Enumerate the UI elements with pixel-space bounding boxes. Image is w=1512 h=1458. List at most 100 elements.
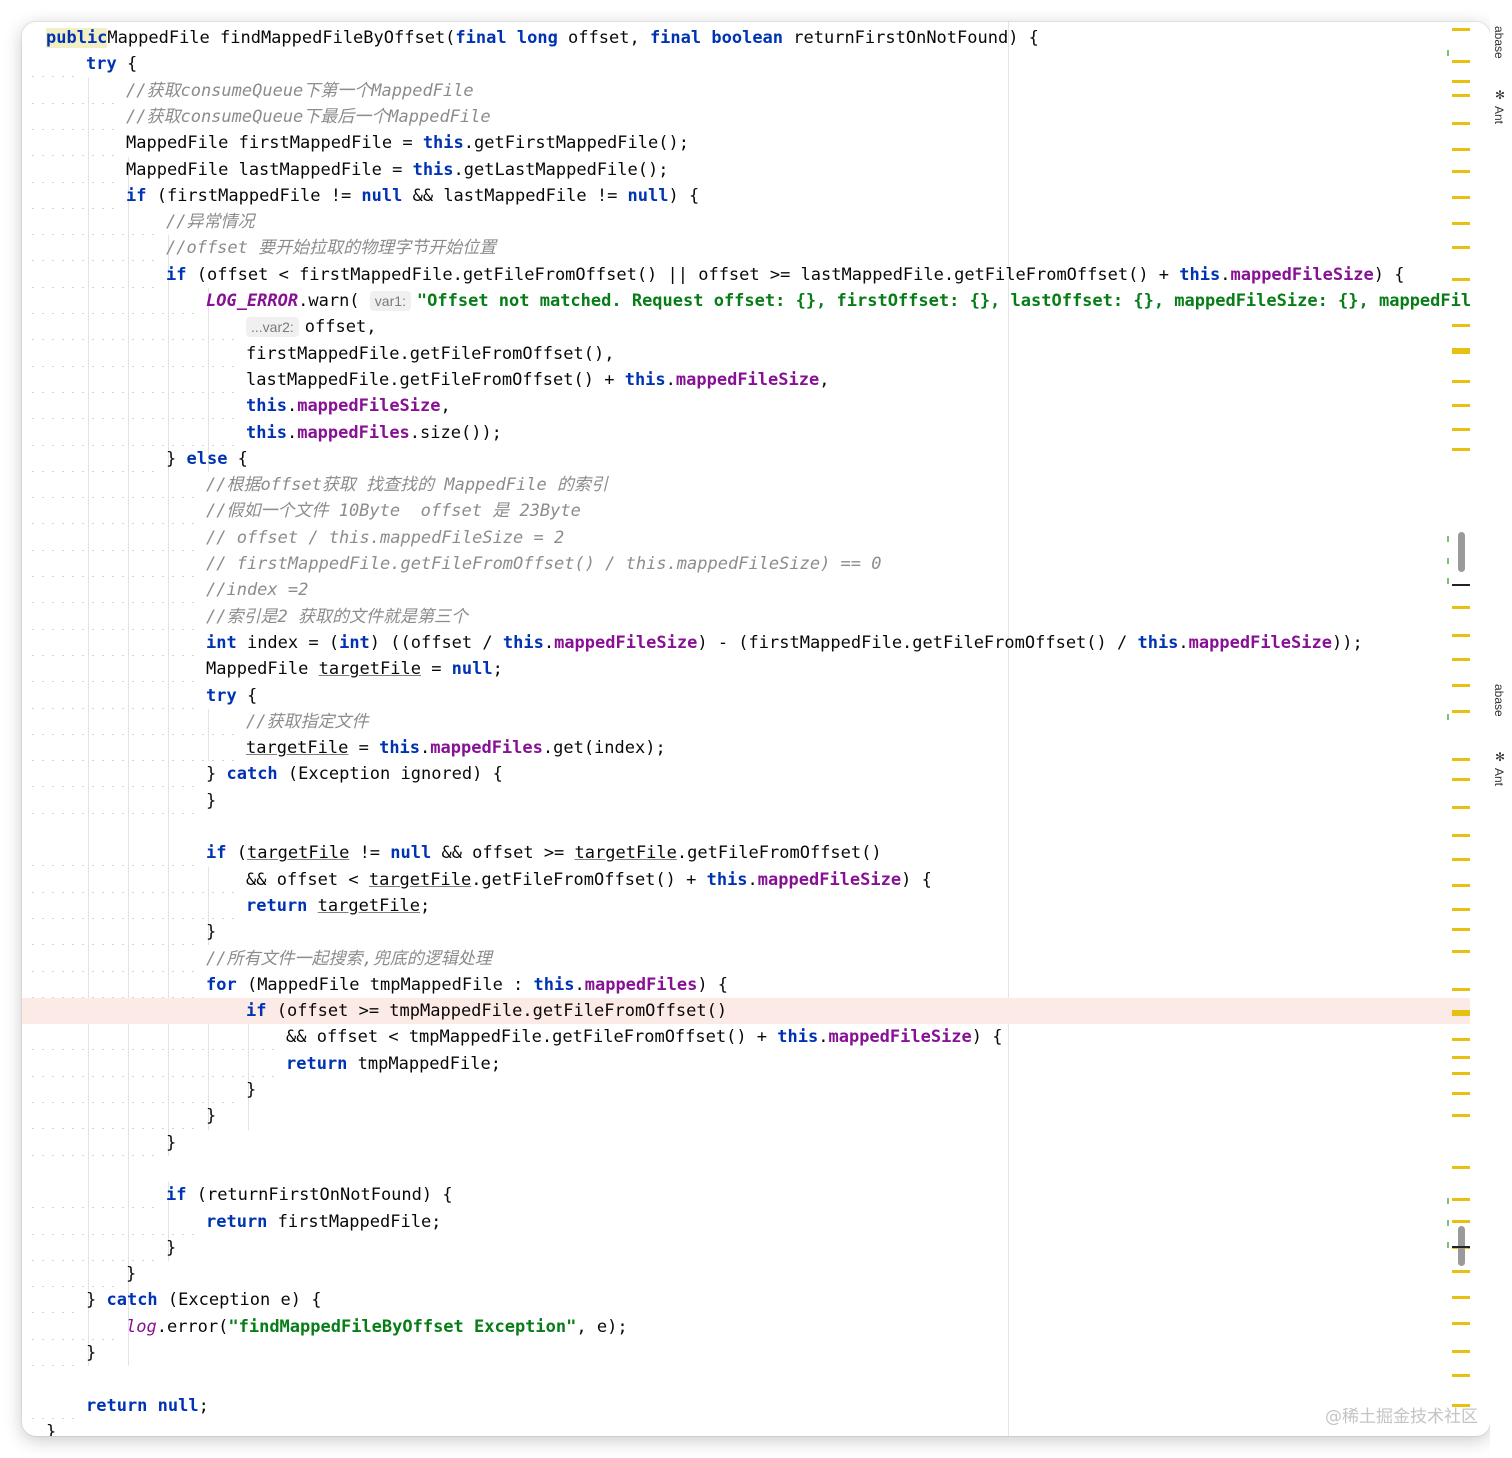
code-line[interactable]: ...var2:offset, [22,314,1470,340]
code-line[interactable]: return null; [22,1393,1470,1419]
stripe-marker-current[interactable] [1452,1010,1470,1016]
code-line[interactable]: targetFile = this.mappedFiles.get(index)… [22,735,1470,761]
code-line[interactable]: return tmpMappedFile; [22,1051,1470,1077]
stripe-marker[interactable] [1452,94,1470,97]
stripe-marker[interactable] [1452,834,1470,837]
code-line[interactable]: lastMappedFile.getFileFromOffset() + thi… [22,367,1470,393]
stripe-marker[interactable] [1452,1374,1470,1377]
code-line[interactable]: log.error("findMappedFileByOffset Except… [22,1314,1470,1340]
stripe-marker[interactable] [1452,1056,1470,1059]
code-line[interactable]: try { [22,51,1470,77]
stripe-marker[interactable] [1452,278,1470,281]
side-tab-ant-2[interactable]: Ant [1492,768,1506,787]
stripe-marker[interactable] [1452,806,1470,809]
code-line[interactable] [22,1156,1470,1182]
code-line[interactable]: //offset 要开始拉取的物理字节开始位置 [22,235,1470,261]
stripe-marker[interactable] [1452,1166,1470,1169]
code-line[interactable]: //index =2 [22,577,1470,603]
stripe-marker[interactable] [1452,1296,1470,1299]
stripe-marker[interactable] [1452,122,1470,125]
code-line[interactable]: } [22,1077,1470,1103]
stripe-marker[interactable] [1452,404,1470,407]
stripe-marker[interactable] [1452,60,1470,63]
stripe-marker[interactable] [1452,884,1470,887]
code-editor[interactable]: publicMappedFile findMappedFileByOffset(… [22,22,1470,1436]
side-tab-abase[interactable]: abase [1492,26,1506,59]
stripe-marker[interactable] [1452,448,1470,451]
code-line[interactable]: } [22,1130,1470,1156]
error-stripe[interactable] [1470,22,1490,1436]
code-line[interactable]: this.mappedFileSize, [22,393,1470,419]
side-tab-abase-2[interactable]: abase [1492,684,1506,717]
stripe-marker[interactable] [1452,1114,1470,1117]
code-line[interactable]: && offset < targetFile.getFileFromOffset… [22,867,1470,893]
code-line[interactable]: if (offset < firstMappedFile.getFileFrom… [22,262,1470,288]
stripe-marker[interactable] [1452,908,1470,911]
code-line[interactable]: if (targetFile != null && offset >= targ… [22,840,1470,866]
code-line[interactable]: MappedFile targetFile = null; [22,656,1470,682]
stripe-marker[interactable] [1452,1350,1470,1353]
code-line[interactable]: return targetFile; [22,893,1470,919]
code-line[interactable]: } [22,1235,1470,1261]
scrollbar-thumb[interactable] [1458,532,1465,572]
code-line[interactable]: publicMappedFile findMappedFileByOffset(… [22,25,1470,51]
code-line[interactable]: } else { [22,446,1470,472]
stripe-marker[interactable] [1452,80,1470,83]
code-line[interactable]: } [22,1419,1470,1436]
code-line[interactable]: try { [22,683,1470,709]
stripe-marker[interactable] [1452,1092,1470,1095]
code-line[interactable]: //假如一个文件 10Byte offset 是 23Byte [22,498,1470,524]
stripe-marker[interactable] [1452,778,1470,781]
stripe-marker[interactable] [1452,658,1470,661]
stripe-marker[interactable] [1452,222,1470,225]
stripe-marker[interactable] [1452,1404,1470,1407]
code-line[interactable]: this.mappedFiles.size()); [22,420,1470,446]
stripe-marker[interactable] [1452,950,1470,953]
stripe-marker[interactable] [1452,428,1470,431]
code-line[interactable]: MappedFile lastMappedFile = this.getLast… [22,157,1470,183]
code-line-current[interactable]: if (offset >= tmpMappedFile.getFileFromO… [22,998,1470,1025]
stripe-marker[interactable] [1452,710,1470,713]
code-line[interactable]: if (firstMappedFile != null && lastMappe… [22,183,1470,209]
code-line[interactable]: } [22,1103,1470,1129]
stripe-marker[interactable] [1452,246,1470,249]
code-line[interactable]: } catch (Exception e) { [22,1287,1470,1313]
code-line[interactable]: // firstMappedFile.getFileFromOffset() /… [22,551,1470,577]
stripe-marker[interactable] [1452,1038,1470,1041]
stripe-marker[interactable] [1452,196,1470,199]
code-line[interactable]: MappedFile firstMappedFile = this.getFir… [22,130,1470,156]
code-line[interactable]: firstMappedFile.getFileFromOffset(), [22,341,1470,367]
code-line[interactable]: //索引是2 获取的文件就是第三个 [22,604,1470,630]
stripe-marker[interactable] [1452,148,1470,151]
stripe-marker[interactable] [1452,28,1470,31]
code-line[interactable] [22,814,1470,840]
code-line[interactable]: } catch (Exception ignored) { [22,761,1470,787]
code-line[interactable]: // offset / this.mappedFileSize = 2 [22,525,1470,551]
stripe-marker[interactable] [1452,758,1470,761]
code-line[interactable]: //根据offset获取 找查找的 MappedFile 的索引 [22,472,1470,498]
code-line[interactable]: //获取consumeQueue下最后一个MappedFile [22,104,1470,130]
code-line[interactable]: int index = (int) ((offset / this.mapped… [22,630,1470,656]
stripe-marker[interactable] [1452,1270,1470,1273]
stripe-marker[interactable] [1452,170,1470,173]
code-line[interactable]: } [22,1340,1470,1366]
code-line[interactable]: } [22,788,1470,814]
code-line[interactable]: } [22,1261,1470,1287]
stripe-marker[interactable] [1452,1322,1470,1325]
stripe-marker[interactable] [1452,606,1470,609]
stripe-marker[interactable] [1452,684,1470,687]
stripe-marker[interactable] [1452,858,1470,861]
code-line[interactable] [22,1366,1470,1392]
stripe-marker[interactable] [1452,1198,1470,1201]
code-line[interactable]: return firstMappedFile; [22,1209,1470,1235]
stripe-marker[interactable] [1452,634,1470,637]
code-line[interactable]: LOG_ERROR.warn( var1:"Offset not matched… [22,288,1470,314]
code-line[interactable]: } [22,919,1470,945]
code-line[interactable]: && offset < tmpMappedFile.getFileFromOff… [22,1024,1470,1050]
side-tab-ant[interactable]: Ant [1492,106,1506,125]
stripe-marker[interactable] [1452,324,1470,327]
code-line[interactable]: //获取consumeQueue下第一个MappedFile [22,78,1470,104]
code-line[interactable]: if (returnFirstOnNotFound) { [22,1182,1470,1208]
code-line[interactable]: //获取指定文件 [22,709,1470,735]
stripe-marker[interactable] [1452,928,1470,931]
